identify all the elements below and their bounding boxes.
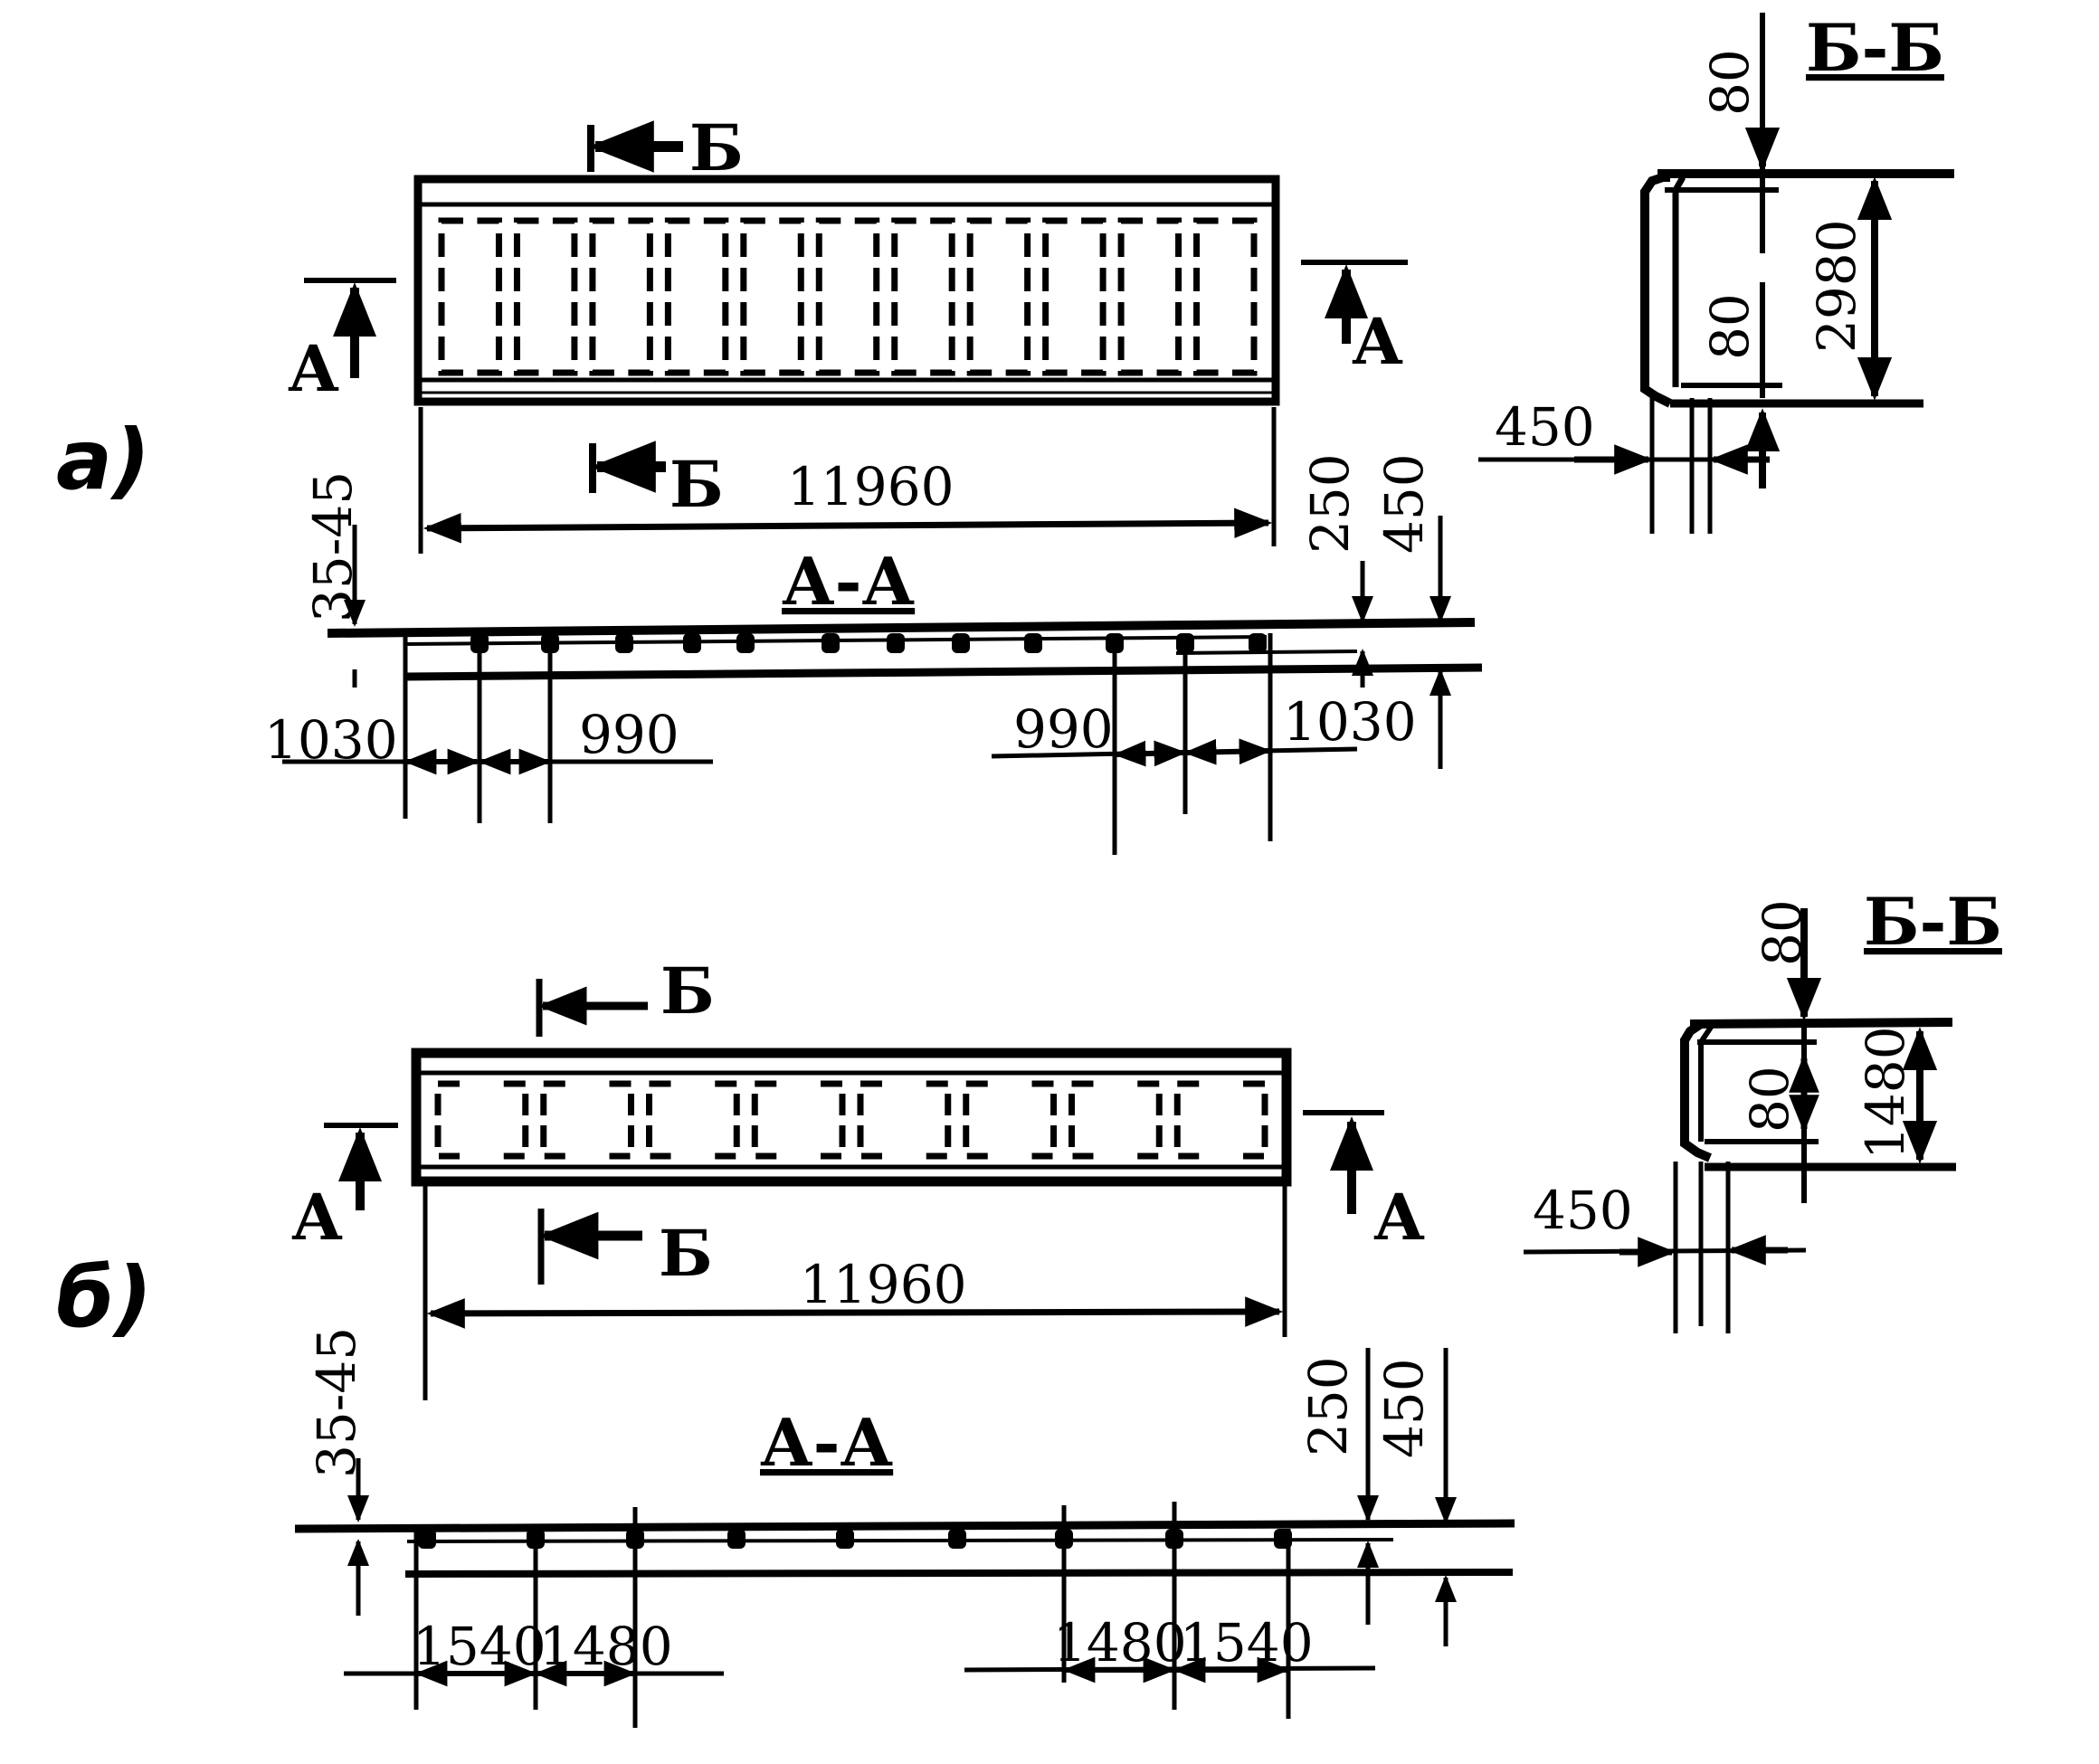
section-bb-title: Б-Б <box>1806 9 1944 86</box>
rib-cell <box>891 217 955 376</box>
rib-height: 250 <box>1297 1356 1359 1456</box>
span-length: 11960 <box>787 456 955 517</box>
bb-rib: 80 <box>1699 293 1761 360</box>
edge-tolerance: 35-45 <box>306 1327 367 1478</box>
rib-cell <box>540 1080 634 1160</box>
end-spacing-right: 1030 <box>1283 691 1417 753</box>
variant-a-section-mark-left: А <box>288 278 396 406</box>
rib-stub <box>952 633 970 653</box>
section-mark-a-label: А <box>1352 304 1403 379</box>
rib-stub <box>1249 633 1267 653</box>
section-aa-title: А-А <box>782 543 915 620</box>
section-mark-b-label: Б <box>659 1216 713 1291</box>
bb-width: 1480 <box>1855 1026 1916 1160</box>
section-mark-b-label: Б <box>670 447 724 522</box>
variant-b-section-bb: Б-Б 80 80 1480 450 <box>1523 883 2002 1333</box>
bb-flange: 80 <box>1699 49 1761 116</box>
end-spacing-right: 1540 <box>1180 1612 1314 1674</box>
variant-b-rib-cells <box>434 1080 1268 1160</box>
rib-cell <box>815 217 880 376</box>
section-bb-title: Б-Б <box>1864 883 2002 960</box>
rib-cell <box>513 217 578 376</box>
variant-b-section-mark-left: А <box>291 1123 398 1255</box>
rib-cell <box>966 217 1031 376</box>
rib-stub <box>727 1529 746 1549</box>
bb-flange: 80 <box>1752 899 1813 966</box>
section-mark-a-label: А <box>291 1180 343 1255</box>
variant-a-section-aa: А-А 35-45 250 450 <box>264 453 1483 855</box>
bb-depth: 450 <box>1495 396 1595 458</box>
variant-a-rib-cells <box>438 217 1258 376</box>
end-spacing-left: 1030 <box>264 709 398 771</box>
rib-cell <box>1042 217 1106 376</box>
rib-spacing-left: 990 <box>579 704 679 765</box>
rib-cell <box>589 217 653 376</box>
rib-stub <box>418 1529 436 1549</box>
rib-height: 250 <box>1299 453 1361 554</box>
rib-cell <box>438 217 502 376</box>
section-mark-b-label: Б <box>660 953 715 1029</box>
rib-spacing-right: 1480 <box>1053 1612 1187 1674</box>
end-spacing-left: 1540 <box>413 1616 546 1677</box>
rib-stub <box>887 633 905 653</box>
variant-b-section-mark-right: А <box>1303 1110 1425 1255</box>
rib-stub <box>1024 633 1042 653</box>
rib-cell <box>751 1080 846 1160</box>
variant-b: б) Б Б А А <box>56 883 2002 1728</box>
bb-depth: 450 <box>1533 1180 1633 1241</box>
bb-width: 2980 <box>1806 219 1867 353</box>
slab-depth: 450 <box>1373 453 1435 554</box>
slab-depth: 450 <box>1373 1358 1435 1458</box>
rib-stub <box>822 633 840 653</box>
rib-cell <box>1193 217 1258 376</box>
variant-a-section-bb: Б-Б 80 80 2980 450 <box>1478 9 1954 534</box>
variant-a-section-mark-bottom: Б <box>589 441 724 522</box>
variant-a: а) Б Б А А <box>56 9 1954 855</box>
rib-cell <box>434 1080 529 1160</box>
rib-spacing-right: 990 <box>1013 698 1114 760</box>
span-length: 11960 <box>800 1254 967 1315</box>
variant-b-section-aa: А-А 35-45 250 450 1540 <box>294 1327 1515 1728</box>
variant-a-plan <box>413 175 1280 406</box>
section-mark-a-label: А <box>288 331 339 406</box>
rib-cell <box>1173 1080 1268 1160</box>
bb-rib: 80 <box>1739 1066 1800 1133</box>
rib-spacing-left: 1480 <box>539 1616 673 1677</box>
rib-cell <box>646 1080 740 1160</box>
variant-b-section-mark-top: Б <box>536 953 715 1037</box>
variant-b-plan <box>411 1048 1292 1187</box>
rib-cell <box>963 1080 1057 1160</box>
rib-stub <box>683 633 701 653</box>
rib-cell <box>857 1080 952 1160</box>
rib-stub <box>836 1529 854 1549</box>
variant-a-section-mark-top: Б <box>587 110 744 185</box>
variant-a-ribs <box>470 633 1267 653</box>
rib-cell <box>740 217 804 376</box>
rib-stub <box>948 1529 966 1549</box>
variant-a-section-mark-right: А <box>1301 260 1408 379</box>
rib-cell <box>1068 1080 1163 1160</box>
variant-b-span-dimension: 11960 <box>423 1185 1287 1400</box>
rib-stub <box>736 633 755 653</box>
variant-b-section-mark-bottom: Б <box>537 1209 713 1291</box>
section-mark-b-label: Б <box>689 110 744 185</box>
rib-stub <box>615 633 633 653</box>
rib-cell <box>664 217 729 376</box>
section-aa-title: А-А <box>760 1404 893 1481</box>
variant-a-marker: а) <box>56 412 150 508</box>
rib-cell <box>1117 217 1182 376</box>
variant-a-span-dimension: 11960 <box>418 407 1277 554</box>
section-mark-a-label: А <box>1373 1180 1425 1255</box>
variant-b-marker: б) <box>56 1249 152 1346</box>
